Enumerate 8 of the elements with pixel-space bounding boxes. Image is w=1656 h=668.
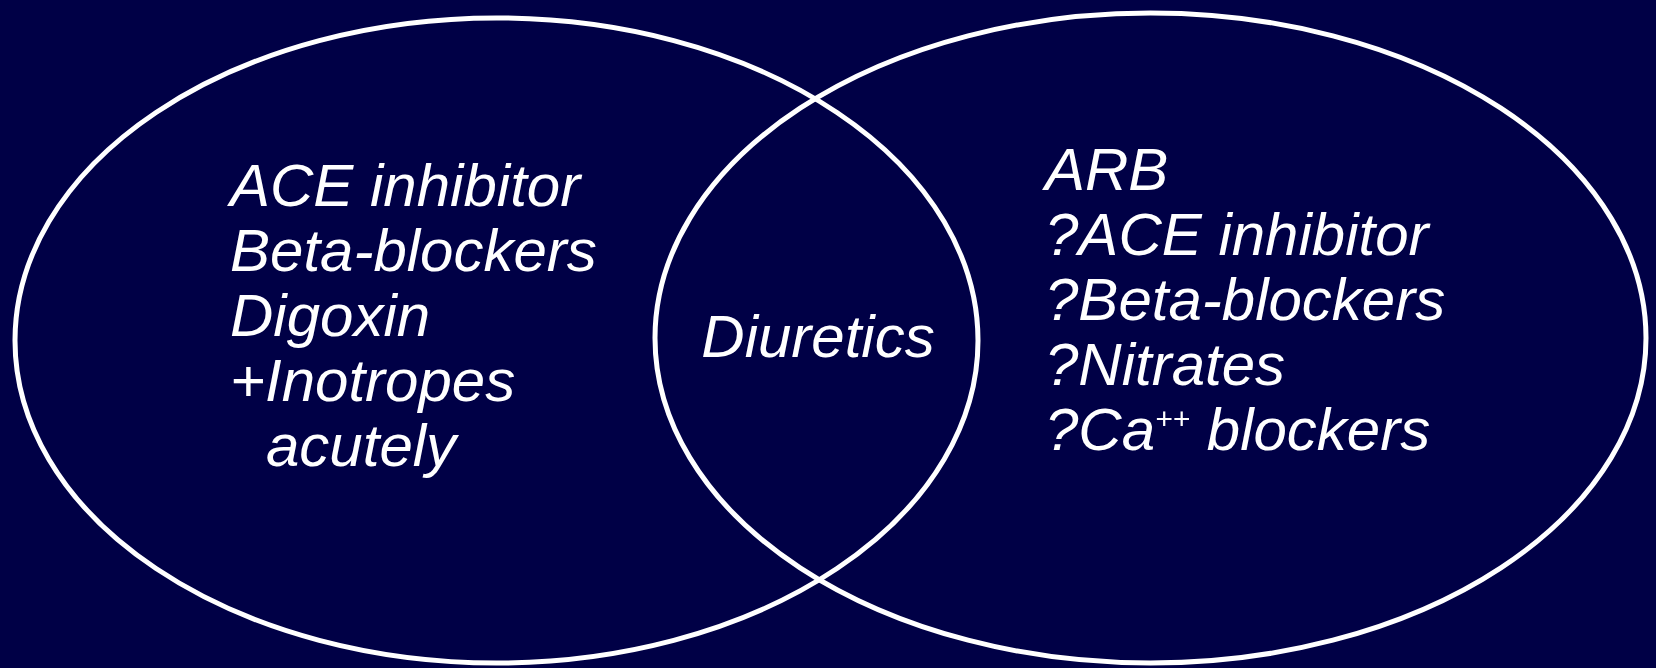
drug-class-text: ?Ca$^{++}$ blockers [1045, 397, 1432, 462]
drug-class-text: Beta-blockers [230, 218, 598, 283]
drug-class-text: ?ACE inhibitor [1045, 202, 1432, 267]
drug-class-text: ?Beta-blockers [1045, 267, 1447, 332]
overlap-text: Diuretics [701, 303, 935, 369]
drug-class-text: Digoxin [230, 283, 432, 348]
drug-class-text: +Inotropes acutely [230, 348, 517, 478]
drug-class-text: ?Nitrates [1045, 332, 1287, 397]
